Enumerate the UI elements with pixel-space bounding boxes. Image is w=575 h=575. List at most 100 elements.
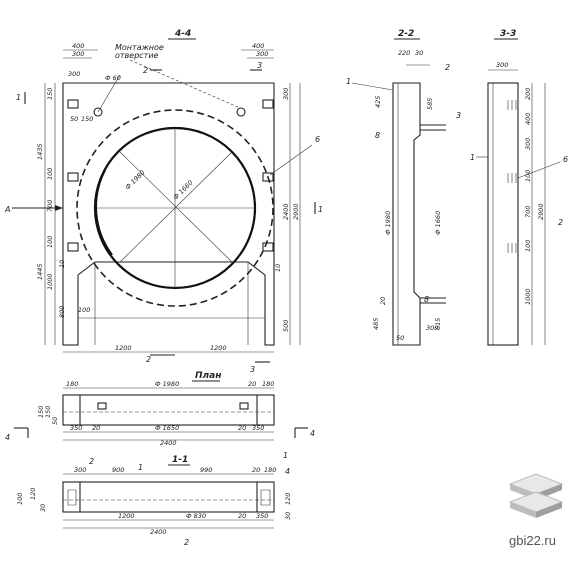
opening-shadow bbox=[94, 169, 113, 256]
dim-100-33b: 100 bbox=[524, 240, 532, 252]
marker-1-right: 1 bbox=[318, 205, 323, 214]
dim-2400-plan: 2400 bbox=[160, 439, 177, 447]
dim-180-plan: 180 bbox=[262, 380, 274, 388]
dim-100-33a: 100 bbox=[524, 170, 532, 182]
dim-top-300-right: 300 bbox=[256, 50, 268, 58]
callout-1-22: 1 bbox=[346, 77, 351, 86]
callout-2-22: 2 bbox=[445, 63, 450, 72]
marker-2-33: 2 bbox=[558, 218, 563, 227]
marker-4-left: 4 bbox=[5, 433, 10, 442]
dim-top-300-left: 300 bbox=[72, 50, 84, 58]
dim-20-22: 20 bbox=[379, 297, 387, 305]
section-2-2-outline bbox=[392, 82, 421, 346]
dim-2500-right: 2400 bbox=[282, 203, 290, 220]
mounting-hole-note-1: Монтажное bbox=[115, 43, 164, 52]
dim-d1980-plan: Ф 1980 bbox=[155, 380, 179, 388]
marker-4-right: 4 bbox=[310, 429, 315, 438]
marker-A: А bbox=[4, 205, 10, 214]
dim-10-right: 10 bbox=[274, 264, 282, 272]
dim-d60: Ф 60 bbox=[105, 74, 121, 82]
dim-20-plan-right: 20 bbox=[238, 424, 246, 432]
section-view-2-2: 2-2 220 30 1 2 3 8 8 425 585 Ф 1980 Ф 16… bbox=[346, 29, 461, 346]
dim-485-22: 485 bbox=[372, 318, 380, 330]
dim-425-22: 425 bbox=[374, 96, 382, 108]
section-3-3-pockets bbox=[507, 100, 517, 253]
marker-3-bottom: 3 bbox=[250, 365, 255, 374]
dim-120-11r: 120 bbox=[284, 493, 292, 505]
stacked-slabs-logo bbox=[508, 473, 564, 518]
dim-1200-11: 1200 bbox=[118, 512, 135, 520]
dim-585-22: 585 bbox=[426, 98, 434, 110]
dim-150-plan-b: 150 bbox=[44, 406, 52, 418]
section-title-4-4: 4-4 bbox=[174, 29, 191, 39]
dim-350-11: 350 bbox=[256, 512, 268, 520]
dim-top-400-left: 400 bbox=[72, 42, 84, 50]
dim-1980-22: Ф 1980 bbox=[384, 211, 392, 235]
dim-990-11: 990 bbox=[200, 466, 212, 474]
dim-300-22: 300 bbox=[426, 324, 438, 332]
section-title-1-1: 1-1 bbox=[172, 455, 188, 465]
dim-500-right: 500 bbox=[282, 320, 290, 332]
lifting-pockets bbox=[67, 99, 274, 252]
dim-900-11: 900 bbox=[112, 466, 124, 474]
dim-20-plan-top: 20 bbox=[248, 380, 256, 388]
callout-5: 6 bbox=[315, 135, 320, 144]
marker-1-left: 1 bbox=[16, 93, 21, 102]
callout-1-33: 1 bbox=[470, 153, 475, 162]
callout-8-22: 8 bbox=[424, 295, 429, 304]
dim-2400-11: 2400 bbox=[150, 528, 167, 536]
callout-1-11a: 1 bbox=[138, 463, 143, 472]
callout-5-33: 6 bbox=[563, 155, 568, 164]
section-3-3-outline bbox=[487, 82, 519, 346]
dim-1445: 1445 bbox=[36, 263, 44, 280]
dim-800-left: 800 bbox=[58, 306, 66, 318]
dim-1000-left: 1000 bbox=[46, 273, 54, 290]
front-view-4-4: 4-4 Ф 1980 Ф 1660 Ф 60 Монтажное отверст… bbox=[4, 29, 323, 374]
dim-120-11: 120 bbox=[29, 488, 37, 500]
dim-30-22: 30 bbox=[415, 49, 423, 57]
callout-3-22: 3 bbox=[456, 111, 461, 120]
dim-700-left: 700 bbox=[46, 200, 54, 212]
marker-2-top: 2 bbox=[143, 66, 148, 75]
dim-2900-33: 2900 bbox=[537, 203, 545, 220]
dim-20-11: 20 bbox=[252, 466, 260, 474]
dim-50-tl: 50 bbox=[70, 115, 78, 123]
dim-615-22: 615 bbox=[434, 318, 442, 330]
marker-3-top: 3 bbox=[257, 61, 262, 70]
plan-view: План Ф 1980 180 20 180 350 20 Ф 1650 20 … bbox=[5, 371, 315, 447]
callout-2-11: 2 bbox=[89, 457, 94, 466]
dim-1200-left: 1200 bbox=[115, 344, 132, 352]
section-1-1-outline bbox=[62, 481, 275, 513]
dim-1200-right: 1200 bbox=[210, 344, 227, 352]
dim-d1650-plan: Ф 1650 bbox=[155, 424, 179, 432]
dim-20-plan-left: 20 bbox=[92, 424, 100, 432]
section-view-3-3: 3-3 300 1 6 2 2900 200 400 300 100 700 1… bbox=[470, 29, 568, 346]
dim-50-plan: 50 bbox=[51, 417, 59, 425]
dim-150-tl: 150 bbox=[81, 115, 93, 123]
dim-350-plan-left: 350 bbox=[70, 424, 82, 432]
dim-30-11: 30 bbox=[39, 504, 47, 512]
marker-2-11: 2 bbox=[184, 538, 189, 547]
dim-1435: 1435 bbox=[36, 143, 44, 160]
mounting-hole-right bbox=[236, 107, 246, 117]
dim-300-33b: 300 bbox=[524, 138, 532, 150]
dim-20-11b: 20 bbox=[238, 512, 246, 520]
dim-300-11: 300 bbox=[74, 466, 86, 474]
mounting-hole-note-2: отверстие bbox=[115, 51, 159, 60]
callout-6-22: 8 bbox=[375, 131, 380, 140]
dim-300-33: 300 bbox=[496, 61, 508, 69]
marker-2-bottom: 2 bbox=[146, 355, 151, 364]
dim-220: 220 bbox=[398, 49, 410, 57]
dim-d1980: Ф 1980 bbox=[124, 169, 147, 192]
dim-100-left-b: 100 bbox=[46, 236, 54, 248]
dim-100-left-a: 100 bbox=[46, 168, 54, 180]
section-title-plan: План bbox=[195, 371, 221, 381]
section-view-1-1: 1-1 300 900 990 20 180 2 1 1 4 1200 Ф 83… bbox=[16, 451, 292, 547]
dim-1860-22: Ф 1660 bbox=[434, 211, 442, 235]
section-title-2-2: 2-2 bbox=[398, 29, 414, 39]
callout-1-11b: 1 bbox=[283, 451, 288, 460]
dim-top-400-right: 400 bbox=[252, 42, 264, 50]
dim-700-33: 700 bbox=[524, 206, 532, 218]
dim-300-right: 300 bbox=[282, 88, 290, 100]
dim-80-11r: 30 bbox=[284, 512, 292, 520]
